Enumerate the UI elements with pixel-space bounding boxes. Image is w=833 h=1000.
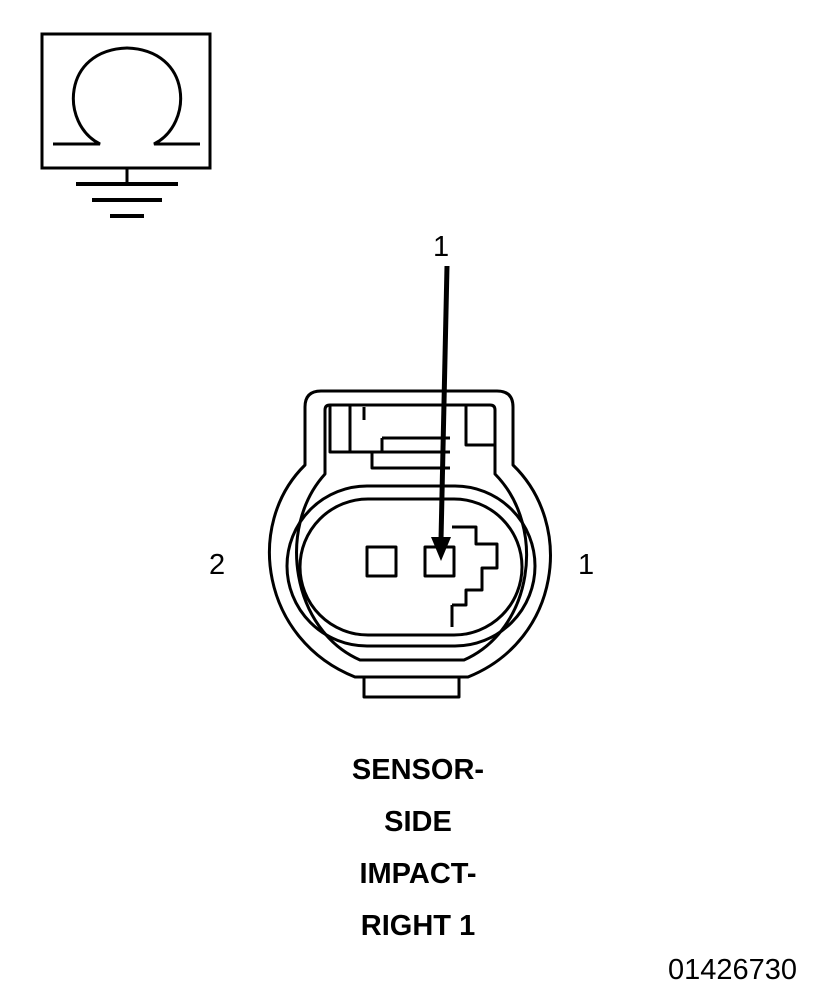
caption-line: RIGHT 1 [360,910,476,942]
omega-symbol [53,46,200,146]
callout-number: 1 [433,231,450,263]
pin-1-label: 1 [578,549,595,581]
connector-housing-outer [267,389,552,679]
meter-box [40,32,212,170]
connector-latch [328,405,495,470]
caption-line: SENSOR- [351,754,485,786]
connector-caption: SENSOR- SIDE IMPACT- RIGHT 1 [268,752,568,960]
terminal-2 [365,545,398,578]
connector-face [267,389,552,699]
connector-key [450,525,499,627]
callout-arrow-shaft [438,265,450,541]
terminal-cavity-outer [285,484,537,648]
connector-bottom-tab [362,677,461,699]
callout-arrowhead [431,537,451,561]
terminal-cavity-inner [298,497,524,637]
caption-line: IMPACT- [359,858,477,890]
pin-2-label: 2 [209,549,226,581]
figure-id: 01426730 [668,954,798,986]
ohmmeter-ground-icon [40,32,212,218]
caption-line: SIDE [384,806,452,838]
callout-arrow [431,265,451,561]
